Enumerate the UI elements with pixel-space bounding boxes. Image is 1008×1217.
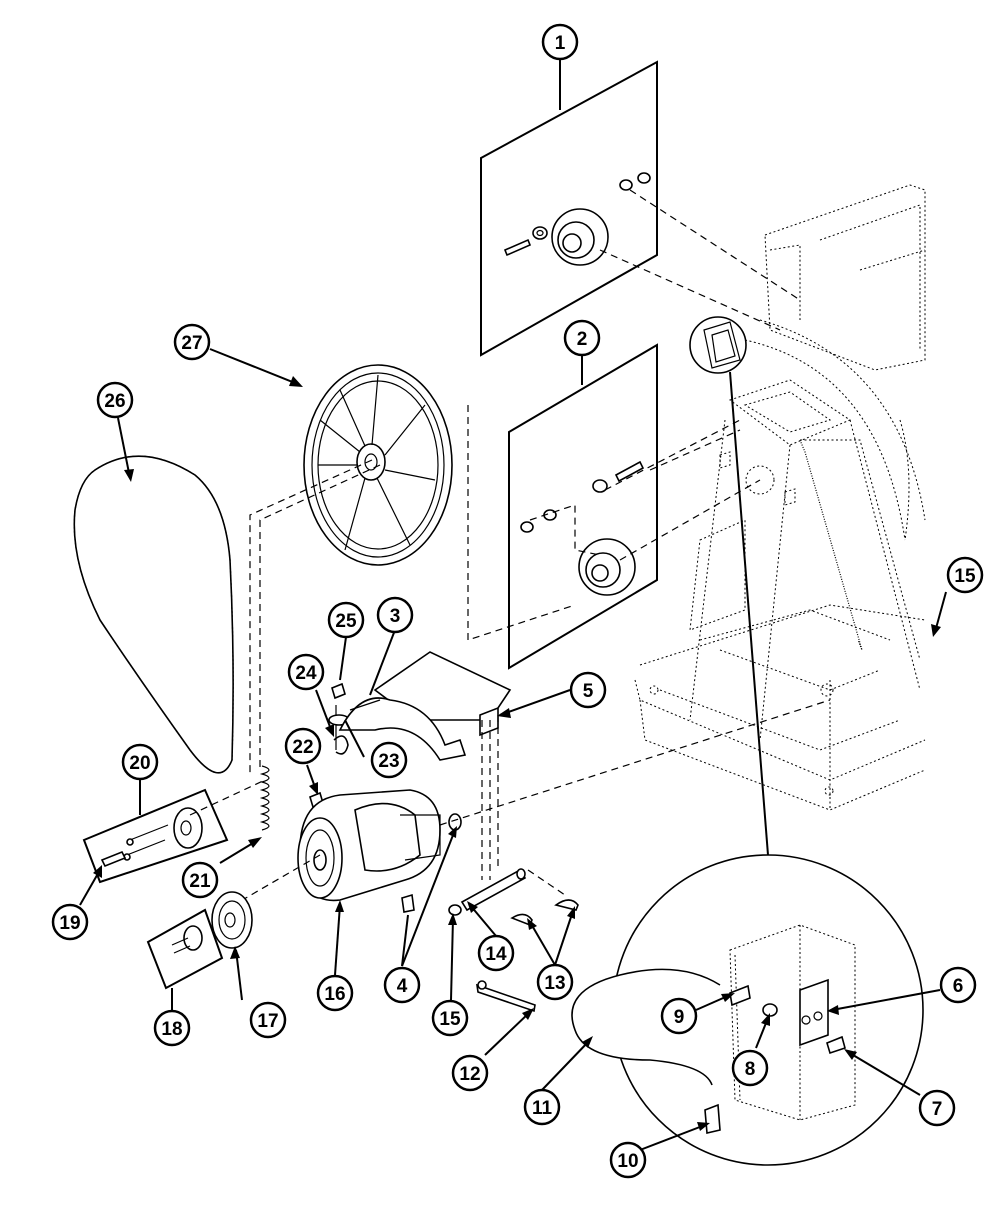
callout-16-label: 16 bbox=[324, 984, 345, 1005]
callout-13: 13 bbox=[536, 963, 574, 1001]
callout-6-label: 6 bbox=[953, 976, 964, 997]
callout-25-label: 25 bbox=[335, 611, 357, 632]
callout-4-label: 4 bbox=[397, 976, 408, 997]
callout-1: 1 bbox=[541, 23, 579, 61]
callout-4: 4 bbox=[383, 966, 421, 1004]
callout-22-label: 22 bbox=[292, 737, 313, 758]
callout-27: 27 bbox=[173, 323, 211, 361]
gear-motor bbox=[224, 699, 831, 913]
callout-11-label: 11 bbox=[532, 1098, 553, 1119]
callout-26: 26 bbox=[96, 381, 134, 419]
callout-15b-label: 15 bbox=[439, 1009, 461, 1030]
callout-3-label: 3 bbox=[390, 606, 401, 627]
kit-panel-2 bbox=[508, 343, 761, 670]
leader-lines bbox=[79, 348, 947, 1151]
callout-22: 22 bbox=[284, 727, 322, 765]
callout-2-label: 2 bbox=[577, 329, 588, 350]
kit-panel-18 bbox=[146, 908, 224, 1010]
callout-18-label: 18 bbox=[161, 1019, 182, 1040]
callout-25: 25 bbox=[327, 601, 365, 639]
callout-15-shaft: 15 bbox=[431, 999, 469, 1037]
callout-5: 5 bbox=[569, 671, 607, 709]
motor-bracket bbox=[338, 651, 512, 880]
callout-9-label: 9 bbox=[674, 1007, 685, 1028]
kit-panel-20 bbox=[82, 779, 266, 884]
callout-19: 19 bbox=[51, 903, 89, 941]
callout-10-label: 10 bbox=[617, 1151, 638, 1172]
callout-23-label: 23 bbox=[378, 751, 399, 772]
callout-7-label: 7 bbox=[932, 1099, 943, 1120]
callout-24-label: 24 bbox=[295, 663, 317, 684]
callout-27-label: 27 bbox=[181, 333, 202, 354]
small-fasteners bbox=[309, 682, 350, 809]
motor-sheave bbox=[211, 891, 253, 949]
callout-6: 6 bbox=[939, 966, 977, 1004]
callout-23: 23 bbox=[370, 741, 408, 779]
callout-21-label: 21 bbox=[189, 871, 211, 892]
callout-1-label: 1 bbox=[555, 33, 566, 54]
callout-10: 10 bbox=[609, 1141, 647, 1179]
callout-18: 18 bbox=[153, 1009, 191, 1047]
callout-26-label: 26 bbox=[104, 391, 125, 412]
callout-16: 16 bbox=[316, 974, 354, 1012]
spring bbox=[259, 765, 270, 831]
callout-8: 8 bbox=[731, 1049, 769, 1087]
callout-17-label: 17 bbox=[257, 1011, 278, 1032]
kit-panel-1 bbox=[480, 52, 801, 357]
callout-12: 12 bbox=[451, 1054, 489, 1092]
callout-15a-label: 15 bbox=[954, 566, 976, 587]
callout-21: 21 bbox=[181, 861, 219, 899]
callout-13-label: 13 bbox=[544, 973, 565, 994]
callout-19-label: 19 bbox=[59, 913, 80, 934]
callout-2: 2 bbox=[563, 319, 601, 357]
callout-9: 9 bbox=[660, 997, 698, 1035]
large-pulley bbox=[249, 364, 576, 775]
callout-14-label: 14 bbox=[485, 944, 507, 965]
machine-frame bbox=[634, 184, 926, 811]
callout-8-label: 8 bbox=[745, 1059, 756, 1080]
callout-7: 7 bbox=[918, 1089, 956, 1127]
callout-5-label: 5 bbox=[583, 681, 594, 702]
callout-24: 24 bbox=[287, 653, 325, 691]
callout-17: 17 bbox=[249, 1001, 287, 1039]
callout-12-label: 12 bbox=[459, 1064, 480, 1085]
callout-20-label: 20 bbox=[129, 753, 150, 774]
pivot-shaft-assembly bbox=[448, 868, 579, 1013]
callout-14: 14 bbox=[477, 934, 515, 972]
callout-15-frame: 15 bbox=[946, 556, 984, 594]
drive-belt bbox=[73, 455, 234, 774]
callout-20: 20 bbox=[121, 743, 159, 781]
callout-11: 11 bbox=[523, 1088, 561, 1126]
callout-3: 3 bbox=[376, 596, 414, 634]
